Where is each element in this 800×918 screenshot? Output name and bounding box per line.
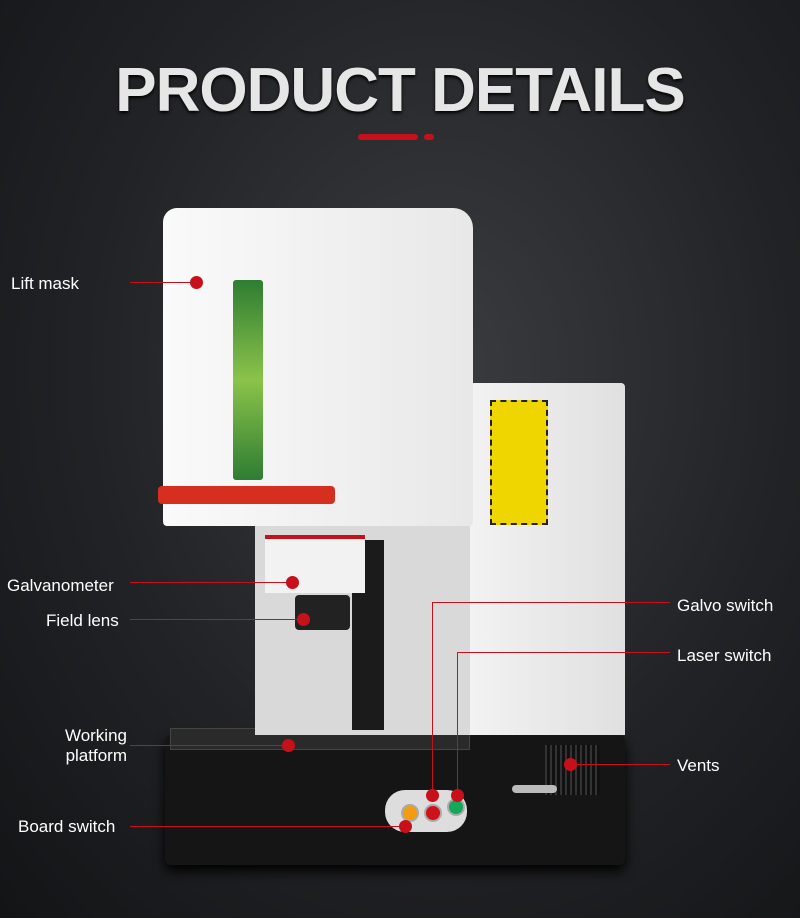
- lift-mask-hood: [163, 208, 473, 526]
- callout-dot: [399, 820, 412, 833]
- callout-line: [130, 619, 303, 620]
- hood-window: [233, 280, 263, 480]
- callout-line: [457, 652, 458, 795]
- label-line-2: platform: [65, 746, 127, 765]
- callout-line: [130, 582, 292, 583]
- callout-line: [570, 764, 670, 765]
- callout-line: [432, 602, 670, 603]
- callout-dot: [297, 613, 310, 626]
- title-underline: [358, 134, 418, 140]
- callout-dot: [564, 758, 577, 771]
- label-board-switch: Board switch: [18, 817, 116, 836]
- callout-line: [130, 826, 405, 827]
- label-laser-switch: Laser switch: [677, 646, 772, 665]
- label-field-lens: Field lens: [46, 611, 119, 630]
- callout-dot: [190, 276, 203, 289]
- label-galvanometer: Galvanometer: [7, 576, 114, 595]
- callout-line: [130, 282, 196, 283]
- label-working-platform: Working platform: [55, 726, 127, 766]
- label-galvo-switch: Galvo switch: [677, 596, 774, 615]
- button-red: [424, 804, 442, 822]
- label-line-1: Working: [64, 726, 127, 745]
- hood-handle: [158, 486, 335, 504]
- callout-dot: [451, 789, 464, 802]
- label-vents: Vents: [677, 756, 720, 775]
- callout-dot: [286, 576, 299, 589]
- callout-line: [432, 602, 433, 795]
- galvanometer-head: [265, 535, 365, 593]
- title-underline-dot: [424, 134, 434, 140]
- callout-dot: [426, 789, 439, 802]
- callout-dot: [282, 739, 295, 752]
- page-title: PRODUCT DETAILS: [115, 56, 685, 125]
- label-lift-mask: Lift mask: [11, 274, 80, 293]
- base-handle: [512, 785, 557, 793]
- callout-line: [457, 652, 670, 653]
- callout-line: [130, 745, 288, 746]
- warning-label: [490, 400, 548, 525]
